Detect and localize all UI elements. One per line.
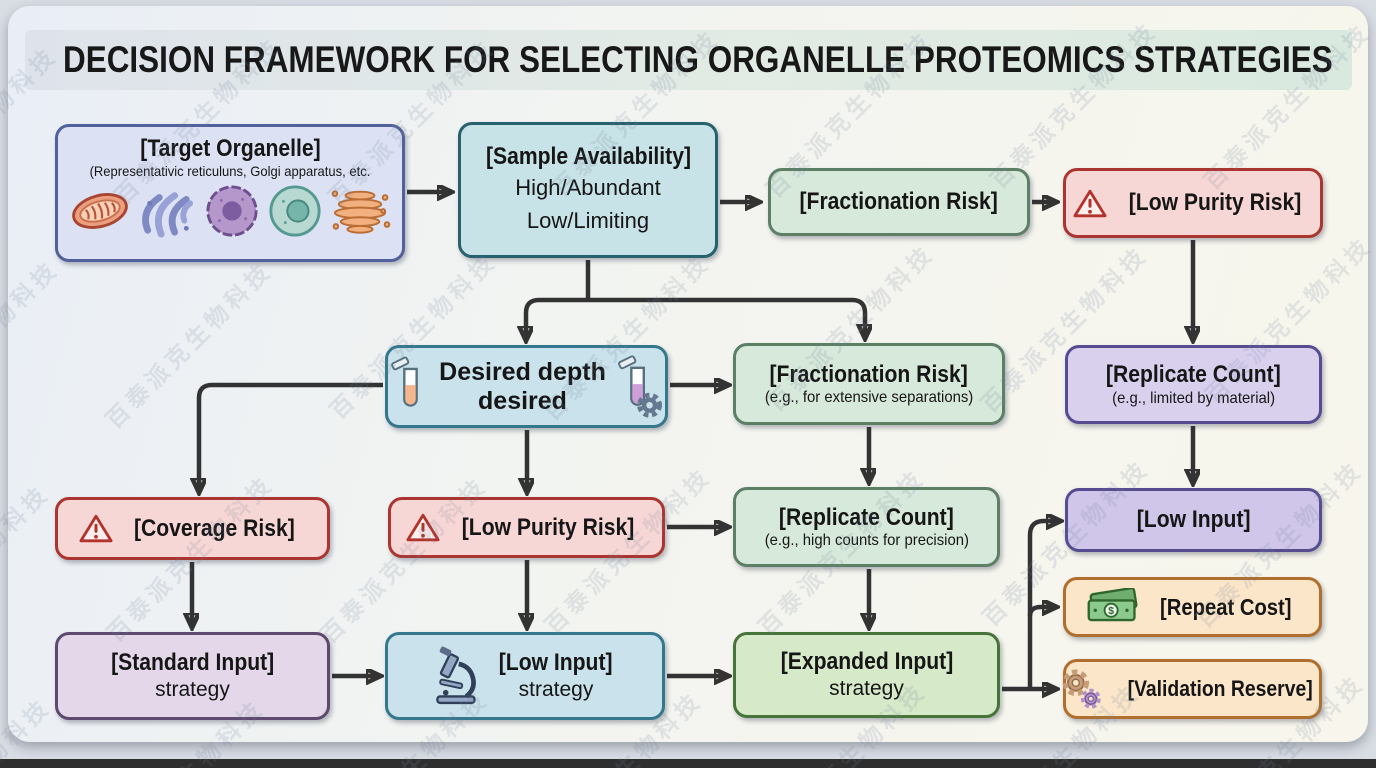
nucleus-icon bbox=[203, 184, 261, 238]
target-organelle-subtitle: (Representativic reticuluns, Golgi appar… bbox=[89, 162, 371, 179]
fractionation-risk-mid-subtitle: (e.g., for extensive separations) bbox=[764, 389, 974, 407]
warning-icon bbox=[1073, 188, 1107, 219]
node-low-purity-risk-mid: [Low Purity Risk] bbox=[388, 497, 665, 558]
validation-reserve-title: [Validation Reserve] bbox=[1127, 676, 1314, 702]
expanded-input-subtitle: strategy bbox=[829, 677, 904, 701]
node-repeat-cost: $ [Repeat Cost] bbox=[1063, 577, 1322, 637]
node-fractionation-risk-top: [Fractionation Risk] bbox=[768, 168, 1030, 236]
node-desired-depth: Desired depth desired bbox=[385, 345, 668, 428]
low-purity-risk-mid-title: [Low Purity Risk] bbox=[462, 513, 635, 541]
node-sample-availability: [Sample Availability] High/Abundant Low/… bbox=[458, 122, 718, 258]
sample-availability-high: High/Abundant bbox=[515, 174, 661, 200]
sample-tube-icon bbox=[391, 356, 429, 418]
replicate-count-mid-subtitle: (e.g., high counts for precision) bbox=[764, 532, 969, 550]
sample-availability-low: Low/Limiting bbox=[526, 207, 650, 233]
replicate-count-mid-title: [Replicate Count] bbox=[779, 503, 954, 531]
coverage-risk-title: [Coverage Risk] bbox=[134, 514, 295, 542]
svg-text:$: $ bbox=[1108, 606, 1114, 617]
target-organelle-title: [Target Organelle] bbox=[139, 135, 321, 162]
desired-depth-line1: Desired depth bbox=[439, 357, 606, 386]
node-target-organelle: [Target Organelle] (Representativic reti… bbox=[55, 124, 405, 262]
desired-depth-line2: desired bbox=[478, 386, 567, 415]
low-input-strategy-subtitle: strategy bbox=[518, 678, 594, 702]
low-purity-risk-top-title: [Low Purity Risk] bbox=[1128, 189, 1302, 217]
replicate-count-right-title: [Replicate Count] bbox=[1106, 361, 1281, 389]
endoplasmic-reticulum-icon bbox=[136, 184, 198, 238]
cell-icon bbox=[266, 184, 324, 238]
fractionation-risk-mid-title: [Fractionation Risk] bbox=[769, 360, 969, 388]
sample-availability-title: [Sample Availability] bbox=[485, 143, 691, 171]
standard-input-subtitle: strategy bbox=[155, 678, 230, 702]
fractionation-risk-top-title: [Fractionation Risk] bbox=[799, 188, 999, 216]
warning-icon bbox=[79, 513, 113, 544]
page-title: DECISION FRAMEWORK FOR SELECTING ORGANEL… bbox=[63, 39, 1333, 80]
standard-input-title: [Standard Input] bbox=[110, 648, 275, 676]
microscope-icon bbox=[429, 646, 481, 706]
node-low-input-right: [Low Input] bbox=[1065, 488, 1322, 552]
golgi-apparatus-icon bbox=[329, 184, 391, 238]
node-fractionation-risk-mid: [Fractionation Risk] (e.g., for extensiv… bbox=[733, 343, 1005, 425]
processing-tube-gear-icon bbox=[616, 354, 662, 419]
bottom-bar bbox=[0, 759, 1376, 768]
replicate-count-right-subtitle: (e.g., limited by material) bbox=[1112, 389, 1275, 407]
node-low-input-strategy: [Low Input] strategy bbox=[385, 632, 665, 720]
node-standard-input: [Standard Input] strategy bbox=[55, 632, 330, 720]
money-icon: $ bbox=[1085, 588, 1141, 626]
mitochondrion-icon bbox=[69, 184, 131, 238]
organelle-icon-row bbox=[69, 184, 391, 238]
node-coverage-risk: [Coverage Risk] bbox=[55, 497, 330, 560]
expanded-input-title: [Expanded Input] bbox=[780, 647, 953, 675]
node-replicate-count-right: [Replicate Count] (e.g., limited by mate… bbox=[1065, 345, 1322, 424]
title-band: DECISION FRAMEWORK FOR SELECTING ORGANEL… bbox=[25, 30, 1352, 90]
gears-icon bbox=[1059, 667, 1105, 711]
low-input-right-title: [Low Input] bbox=[1136, 506, 1251, 534]
node-validation-reserve: [Validation Reserve] bbox=[1062, 659, 1322, 719]
node-low-purity-risk-top: [Low Purity Risk] bbox=[1063, 168, 1323, 238]
warning-icon bbox=[406, 512, 441, 543]
low-input-strategy-title: [Low Input] bbox=[499, 648, 613, 676]
node-expanded-input: [Expanded Input] strategy bbox=[733, 632, 1000, 718]
node-replicate-count-mid: [Replicate Count] (e.g., high counts for… bbox=[733, 487, 1000, 567]
repeat-cost-title: [Repeat Cost] bbox=[1159, 593, 1292, 620]
